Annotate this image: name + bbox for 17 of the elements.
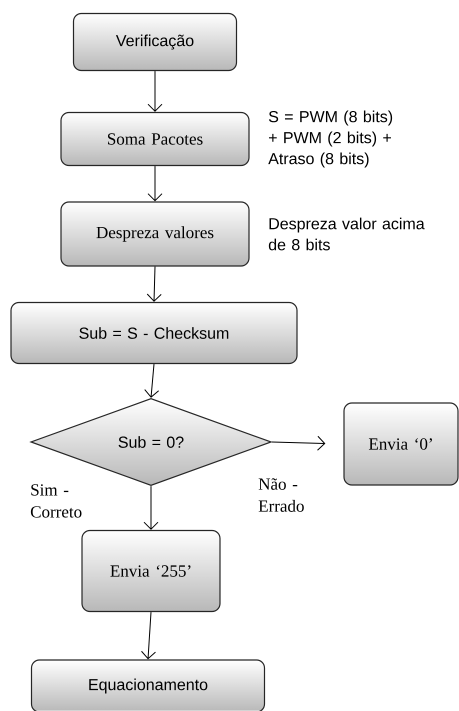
arrow — [144, 486, 158, 530]
edge-label: Sim - Correto — [30, 484, 82, 518]
process-box: Verificação — [72, 12, 238, 72]
process-box: Soma Pacotes — [60, 112, 250, 166]
arrow — [141, 612, 156, 660]
arrow — [148, 166, 162, 202]
process-box: Sub = S - Checksum — [10, 302, 298, 364]
process-box: Despreza valores — [60, 201, 250, 267]
arrow — [271, 436, 326, 451]
process-box: Equacionamento — [30, 659, 266, 711]
arrow — [148, 70, 162, 112]
process-box: Envia ‘255’ — [81, 530, 221, 612]
note-text: S = PWM (8 bits) + PWM (2 bits) + Atraso (8 bits) — [268, 110, 392, 168]
arrow — [144, 364, 160, 398]
arrow — [146, 266, 162, 302]
process-box: Envia ‘0’ — [343, 402, 459, 486]
note-text: Despreza valor acima de 8 bits — [268, 218, 425, 250]
